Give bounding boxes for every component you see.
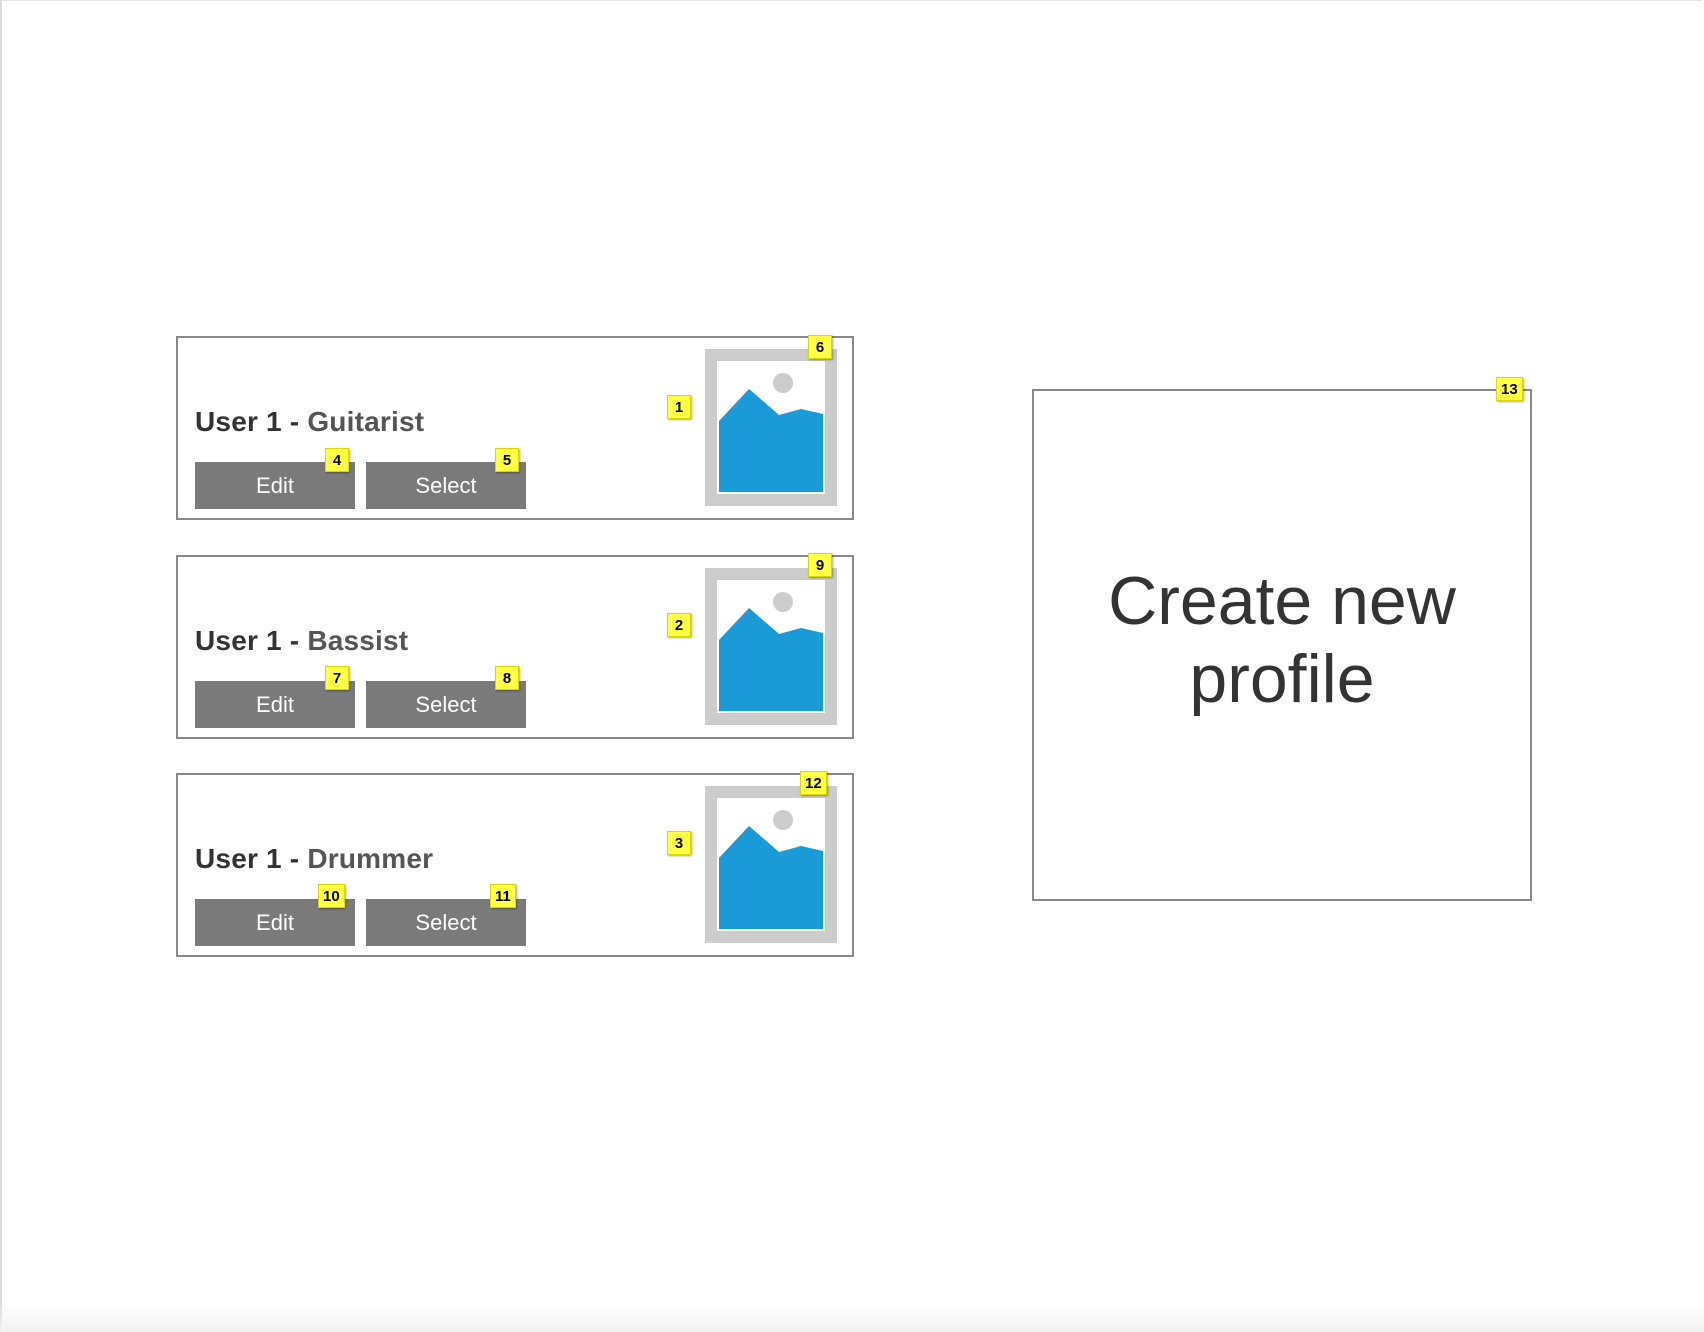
image-placeholder-icon <box>717 361 825 494</box>
profile-title: User 1 - Guitarist <box>195 406 424 438</box>
create-new-profile-button[interactable]: Create new profile <box>1032 389 1532 901</box>
profile-role: Guitarist <box>307 406 425 437</box>
title-separator: - <box>281 406 308 437</box>
annotation-badge-row-3: 3 <box>667 831 691 855</box>
profile-title: User 1 - Bassist <box>195 625 408 657</box>
image-placeholder-icon <box>717 798 825 931</box>
annotation-badge-edit-3: 10 <box>318 884 345 908</box>
create-profile-label-line1: Create new <box>1108 563 1456 639</box>
annotation-badge-avatar-3: 12 <box>800 771 827 795</box>
bottom-fade <box>0 1304 1704 1332</box>
profile-card-bassist: User 1 - Bassist Edit Select <box>176 555 854 739</box>
title-separator: - <box>281 843 308 874</box>
annotation-badge-edit-1: 4 <box>325 448 349 472</box>
annotation-badge-select-3: 11 <box>490 884 516 908</box>
create-profile-label: Create new profile <box>1092 562 1472 718</box>
profile-card-drummer: User 1 - Drummer Edit Select <box>176 773 854 957</box>
profile-user-name: User 1 <box>195 625 282 656</box>
image-placeholder-icon <box>717 580 825 713</box>
profile-card-guitarist: User 1 - Guitarist Edit Select <box>176 336 854 520</box>
title-separator: - <box>281 625 308 656</box>
annotation-badge-edit-2: 7 <box>325 666 349 690</box>
annotation-badge-row-1: 1 <box>667 395 691 419</box>
edit-button[interactable]: Edit <box>195 681 355 728</box>
annotation-badge-avatar-1: 6 <box>808 335 832 359</box>
create-profile-label-line2: profile <box>1189 641 1375 717</box>
avatar-image[interactable] <box>705 568 837 725</box>
profile-user-name: User 1 <box>195 843 282 874</box>
annotation-badge-select-1: 5 <box>495 448 519 472</box>
profile-title: User 1 - Drummer <box>195 843 433 875</box>
annotation-badge-select-2: 8 <box>495 666 519 690</box>
profile-user-name: User 1 <box>195 406 282 437</box>
avatar-image[interactable] <box>705 786 837 943</box>
avatar-image[interactable] <box>705 349 837 506</box>
annotation-badge-avatar-2: 9 <box>808 553 832 577</box>
profile-role: Bassist <box>307 625 409 656</box>
annotation-badge-create: 13 <box>1496 377 1523 401</box>
annotation-badge-row-2: 2 <box>667 613 691 637</box>
profile-role: Drummer <box>307 843 434 874</box>
